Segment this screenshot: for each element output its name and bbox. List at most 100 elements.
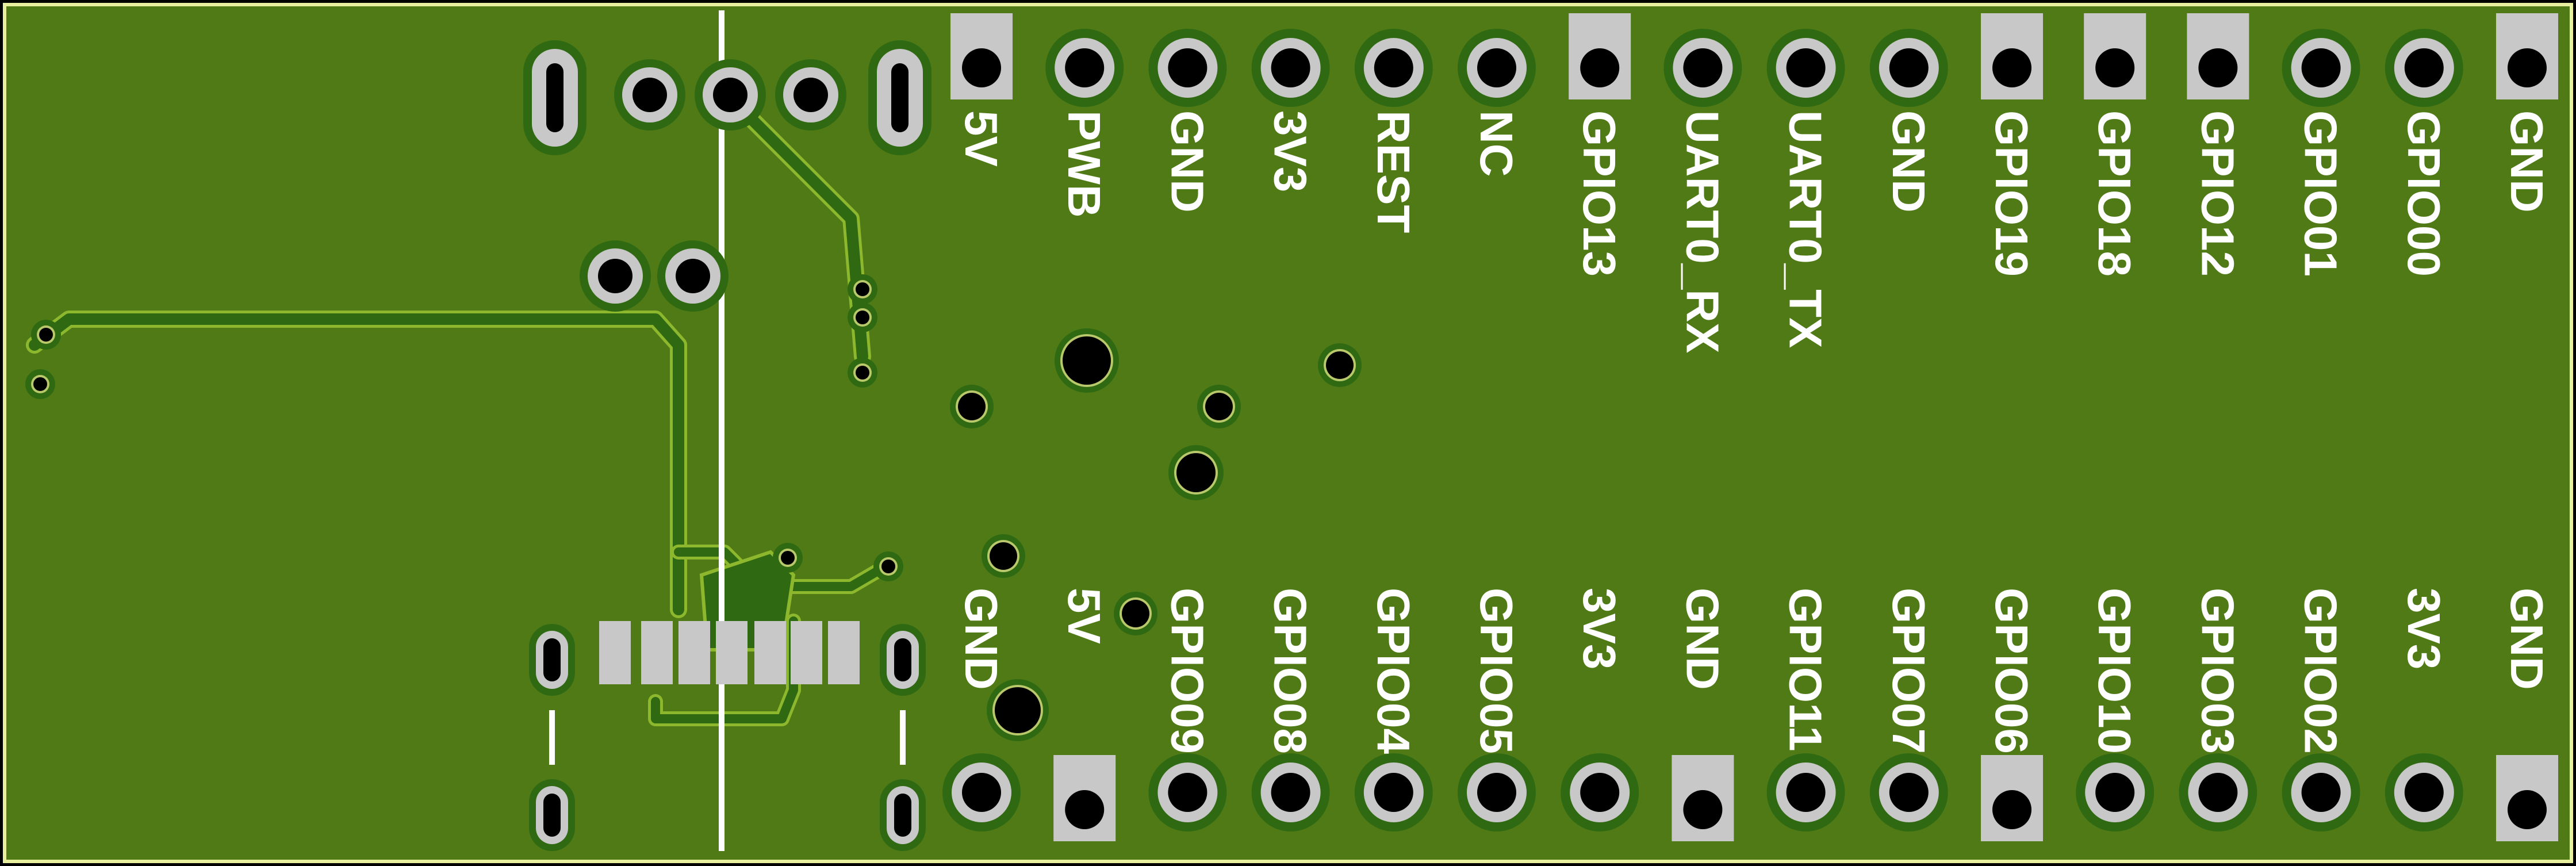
bottom-pin-8-hole <box>1683 790 1723 829</box>
bottom-pin-2 <box>1053 755 1116 841</box>
top-left-connector <box>523 40 931 312</box>
bottom-pin-15 <box>2385 753 2463 831</box>
bottom-pin-label: GPIO10 <box>2089 588 2140 754</box>
top-pin-label: GND <box>1162 110 1213 213</box>
bottom-pin-14-hole <box>2301 773 2341 812</box>
top-pin-5-hole <box>1374 48 1413 87</box>
bottom-pin-6 <box>1458 753 1536 831</box>
via-2 <box>1176 453 1216 492</box>
bottom-pin-label: 5V <box>1059 588 1110 644</box>
connector-pin-3-hole <box>793 78 828 112</box>
bottom-pin-label: GPIO07 <box>1883 588 1934 754</box>
bottom-pin-label: GND <box>956 588 1007 690</box>
bottom-pin-10 <box>1869 753 1948 831</box>
via-13 <box>856 366 869 380</box>
bottom-pin-6-hole <box>1477 773 1516 812</box>
via-10 <box>33 377 47 391</box>
top-pin-label: GPIO01 <box>2295 110 2347 277</box>
top-pin-4-hole <box>1271 48 1310 87</box>
via-7 <box>990 542 1017 570</box>
bottom-pin-3-hole <box>1168 773 1208 812</box>
top-pin-16-hole <box>2508 48 2547 87</box>
via-11 <box>856 282 869 296</box>
usb-shell-pad-left-top-hole <box>543 638 561 681</box>
top-pin-label: GPIO12 <box>2192 110 2243 277</box>
bottom-pin-10-hole <box>1889 773 1929 812</box>
bottom-pin-16-hole <box>2508 790 2547 829</box>
usb-pad-1 <box>599 621 631 684</box>
via-9 <box>39 328 53 342</box>
bottom-pin-12-hole <box>2095 773 2135 812</box>
bottom-pin-label: 3V3 <box>2398 588 2450 669</box>
bottom-pin-5 <box>1354 753 1433 831</box>
usb-pad-4 <box>716 621 747 684</box>
top-pin-7-hole <box>1580 48 1620 87</box>
top-pin-label: GND <box>1883 110 1934 213</box>
top-pin-14 <box>2282 29 2360 107</box>
via-4 <box>958 393 986 420</box>
usb-pad-3 <box>678 621 710 684</box>
bottom-pin-label: GPIO05 <box>1471 588 1522 754</box>
top-pin-6-hole <box>1477 48 1516 87</box>
bottom-pin-label: GND <box>1677 588 1728 690</box>
bottom-pin-label: GPIO11 <box>1780 588 1831 752</box>
top-pin-7 <box>1569 13 1631 99</box>
bottom-pin-16 <box>2496 755 2558 841</box>
bottom-pin-9-hole <box>1786 773 1826 812</box>
top-pin-label: UART0_RX <box>1677 110 1728 353</box>
top-pin-1-hole <box>962 48 1001 87</box>
board-substrate <box>3 3 2573 863</box>
via-6 <box>1326 351 1354 379</box>
usb-signal-pads <box>599 621 860 684</box>
bottom-pin-12 <box>2076 753 2155 831</box>
top-pin-14-hole <box>2301 48 2341 87</box>
via-1 <box>1063 336 1111 385</box>
oval-pad-right-hole <box>891 63 908 132</box>
top-pin-9-hole <box>1786 48 1826 87</box>
bottom-pin-4-hole <box>1271 773 1310 812</box>
bottom-pin-7 <box>1561 753 1639 831</box>
bottom-pin-13 <box>2179 753 2257 831</box>
top-pin-10 <box>1869 29 1948 107</box>
top-pin-label: 3V3 <box>1265 110 1316 192</box>
usb-connector <box>529 621 926 851</box>
top-pin-8-hole <box>1683 48 1723 87</box>
bottom-pin-label: GPIO09 <box>1162 588 1213 754</box>
bottom-pin-label: GPIO03 <box>2192 588 2243 754</box>
oval-pad-left-hole <box>546 63 564 132</box>
top-pin-13 <box>2187 13 2249 99</box>
bottom-pin-5-hole <box>1374 773 1413 812</box>
bottom-pin-13-hole <box>2198 773 2238 812</box>
top-pin-12-hole <box>2095 48 2135 87</box>
bottom-pin-2-hole <box>1065 790 1105 829</box>
bottom-pin-11 <box>1981 755 2043 841</box>
via-3 <box>995 687 1041 733</box>
connector-pin-2-hole <box>713 78 747 112</box>
usb-shell-pad-left-bottom-hole <box>543 794 561 837</box>
top-pin-5 <box>1354 29 1433 107</box>
bottom-pin-header <box>942 753 2558 841</box>
top-pin-6 <box>1458 29 1536 107</box>
top-pin-16 <box>2496 13 2558 99</box>
top-pin-label: GPIO00 <box>2398 110 2450 277</box>
bottom-pin-15-hole <box>2404 773 2444 812</box>
top-pin-label: REST <box>1368 110 1419 233</box>
top-pin-3 <box>1148 29 1227 107</box>
top-pin-11-hole <box>1992 48 2031 87</box>
usb-pad-5 <box>754 621 786 684</box>
bottom-pin-label: GPIO08 <box>1265 588 1316 754</box>
usb-pad-7 <box>828 621 860 684</box>
usb-shell-pad-right-top-hole <box>894 638 911 681</box>
top-pin-11 <box>1981 13 2043 99</box>
top-pin-label: 5V <box>956 110 1007 167</box>
usb-pad-6 <box>791 621 822 684</box>
top-pin-8 <box>1663 29 1742 107</box>
via-12 <box>856 311 869 324</box>
bottom-pin-4 <box>1251 753 1330 831</box>
top-pin-13-hole <box>2198 48 2238 87</box>
top-pin-label: GPIO18 <box>2089 110 2140 277</box>
bottom-pin-1 <box>942 753 1021 831</box>
